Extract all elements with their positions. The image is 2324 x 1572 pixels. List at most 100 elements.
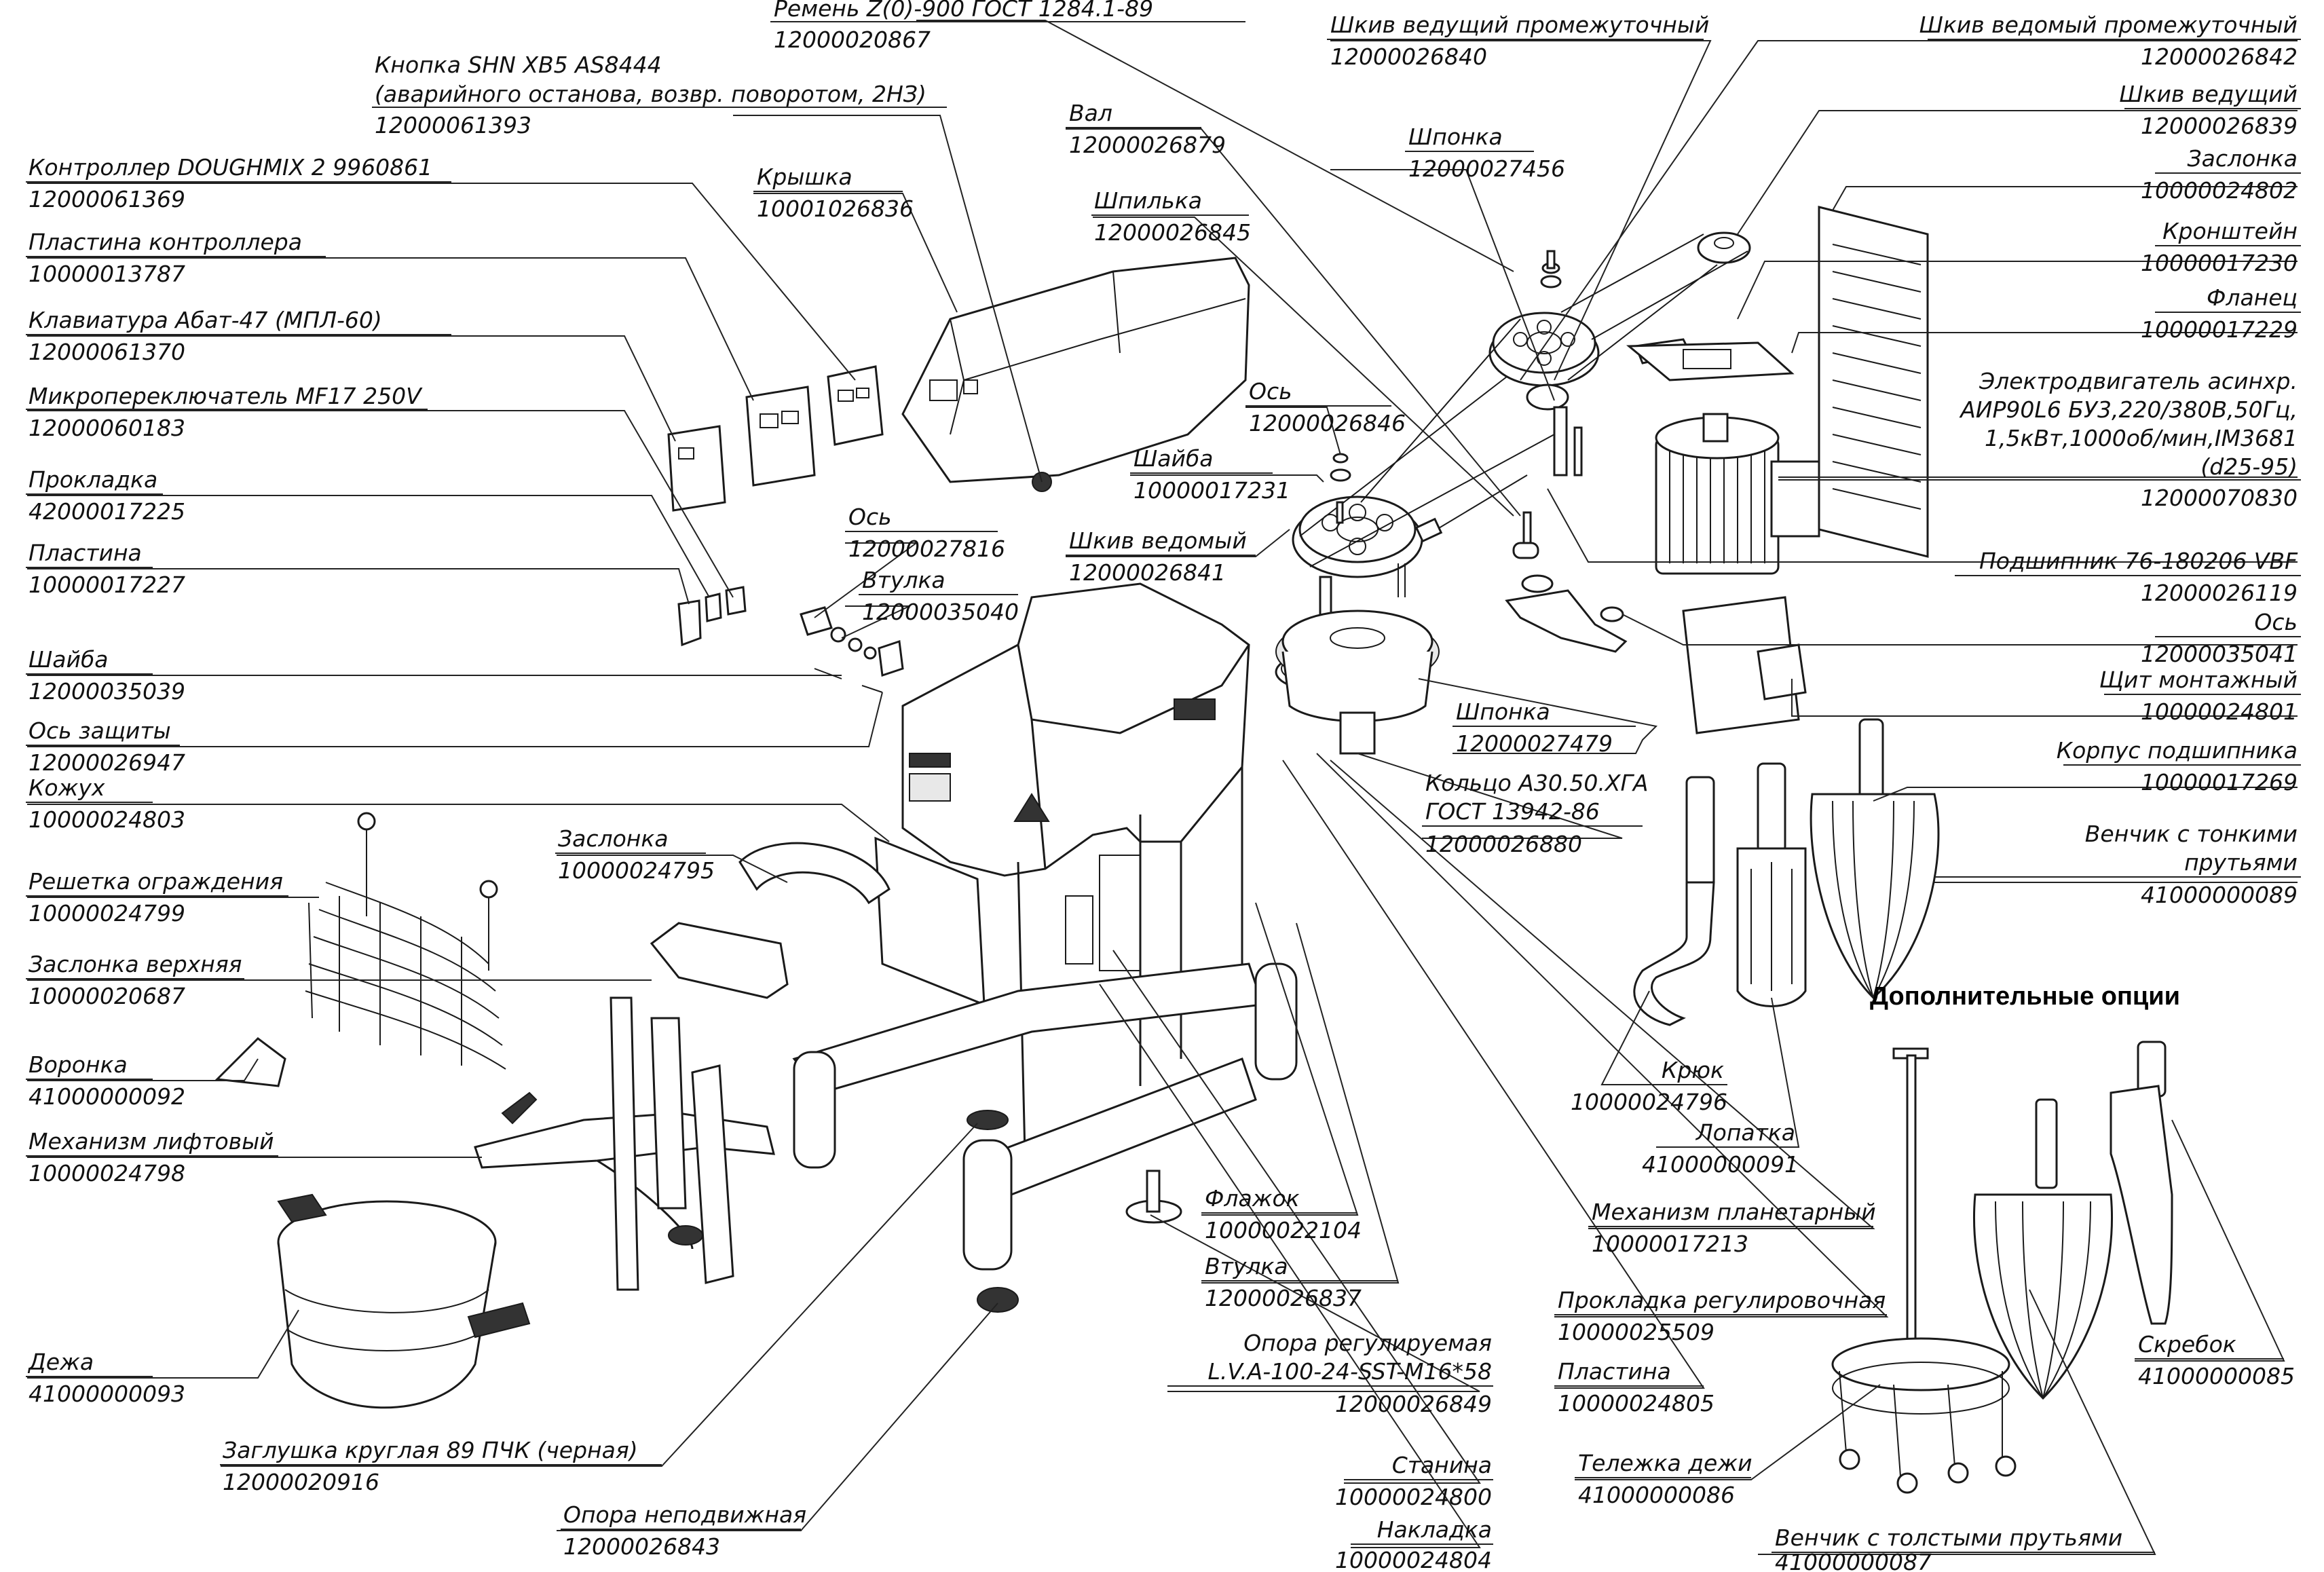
svg-text:12000026846: 12000026846 (1249, 410, 1406, 436)
svg-text:Механизм лифтовый: Механизм лифтовый (29, 1128, 274, 1155)
callout-shponka-2: Шпонка 12000027479 (1452, 698, 1636, 757)
svg-text:АИР90L6 БУ3,220/380В,50Гц,: АИР90L6 БУ3,220/380В,50Гц, (1959, 396, 2298, 423)
svg-text:12000026880: 12000026880 (1425, 831, 1582, 857)
switch-parts (677, 586, 747, 647)
svg-text:Крюк: Крюк (1662, 1057, 1724, 1083)
svg-text:Шкив ведущий: Шкив ведущий (2119, 81, 2298, 107)
svg-text:10000017213: 10000017213 (1592, 1231, 1748, 1257)
svg-text:12000035040: 12000035040 (862, 599, 1019, 625)
part-drawings (214, 206, 2173, 1494)
plug-and-feet (967, 1110, 1182, 1313)
callout-voronka: Воронка 41000000092 (26, 1051, 185, 1110)
svg-text:12000020916: 12000020916 (223, 1469, 379, 1495)
svg-text:10000024795: 10000024795 (558, 857, 715, 884)
svg-text:Щит монтажный: Щит монтажный (2099, 667, 2298, 693)
callout-lopatka: Лопатка 41000000091 (1642, 1119, 1799, 1178)
callout-opora-reguliruemaya: Опора регулируемая L.V.A-100-24-SST-M16*… (1167, 1330, 1493, 1417)
svg-text:Крышка: Крышка (757, 164, 852, 190)
callout-vtulka-1: Втулка 12000035040 (859, 567, 1019, 625)
svg-text:Заслонка: Заслонка (2187, 145, 2298, 172)
svg-text:(d25-95): (d25-95) (2200, 453, 2298, 480)
svg-text:Решетка ограждения: Решетка ограждения (29, 868, 283, 895)
svg-text:10000024800: 10000024800 (1335, 1484, 1492, 1510)
callout-prokladka-reg: Прокладка регулировочная 10000025509 (1554, 1287, 1887, 1345)
optional-section-title: Дополнительные опции (1870, 982, 2180, 1011)
controller-plates (667, 365, 884, 512)
svg-text:41000000086: 41000000086 (1578, 1482, 1735, 1508)
svg-text:10000024801: 10000024801 (2141, 698, 2298, 725)
svg-text:Венчик с тонкими: Венчик с тонкими (2085, 821, 2298, 847)
svg-text:Кольцо А30.50.ХГА: Кольцо А30.50.ХГА (1425, 770, 1648, 796)
svg-text:Микропереключатель MF17 250V: Микропереключатель MF17 250V (29, 383, 423, 409)
main-frame (901, 582, 1250, 1155)
svg-text:12000027479: 12000027479 (1456, 730, 1613, 757)
svg-text:10000022104: 10000022104 (1205, 1217, 1362, 1243)
svg-text:Ось: Ось (1249, 378, 1292, 405)
svg-text:42000017225: 42000017225 (29, 498, 185, 525)
svg-text:10000020687: 10000020687 (29, 983, 185, 1009)
svg-text:12000026843: 12000026843 (563, 1533, 720, 1560)
svg-text:12000026849: 12000026849 (1335, 1391, 1492, 1417)
svg-text:10000017230: 10000017230 (2141, 250, 2298, 276)
svg-text:Кнопка SHN XB5 AS8444: Кнопка SHN XB5 AS8444 (375, 52, 662, 78)
callout-flazhok: Флажок 10000022104 (1201, 1185, 1362, 1243)
callout-shayba-1: Шайба 12000035039 (26, 646, 185, 705)
svg-text:Шайба: Шайба (1133, 445, 1214, 472)
svg-text:Вал: Вал (1069, 100, 1112, 126)
motor-bracket (1414, 338, 1795, 653)
callout-shayba-2: Шайба 10000017231 (1130, 445, 1290, 504)
callout-shpilka: Шпилька 12000026845 (1091, 187, 1251, 246)
funnel-part (214, 1037, 286, 1087)
svg-text:Венчик с толстыми прутьями: Венчик с толстыми прутьями (1775, 1524, 2122, 1551)
callout-shkiv-vedomyy-promezh: Шкив ведомый промежуточный 12000026842 (1919, 12, 2301, 70)
callout-kryuk: Крюк 10000024796 (1571, 1057, 1727, 1115)
callout-zaslonka-1: Заслонка 10000024795 (555, 825, 715, 884)
svg-text:Опора регулируемая: Опора регулируемая (1243, 1330, 1492, 1356)
svg-text:Заслонка верхняя: Заслонка верхняя (29, 951, 242, 977)
svg-text:Шкив ведущий промежуточный: Шкив ведущий промежуточный (1330, 12, 1709, 38)
svg-text:Контроллер DOUGHMIX 2 9960861: Контроллер DOUGHMIX 2 9960861 (29, 154, 432, 181)
svg-text:41000000087: 41000000087 (1775, 1549, 1932, 1572)
callout-knopka: Кнопка SHN XB5 AS8444 (аварийного остано… (372, 52, 947, 138)
svg-text:Ось: Ось (2254, 609, 2298, 635)
guard-flaps (650, 842, 891, 999)
callout-plastina-kontrollera: Пластина контроллера 10000013787 (26, 229, 326, 287)
svg-text:10001026836: 10001026836 (757, 195, 914, 222)
callout-flanets: Фланец 10000017229 (2141, 284, 2301, 343)
callout-dezha: Дежа 41000000093 (26, 1349, 185, 1407)
callout-val: Вал 12000026879 (1066, 100, 1226, 158)
svg-text:10000024798: 10000024798 (29, 1160, 185, 1186)
svg-text:12000026947: 12000026947 (29, 749, 185, 776)
axle-group-left (800, 606, 904, 693)
svg-text:Воронка: Воронка (29, 1051, 128, 1078)
svg-text:Пластина контроллера: Пластина контроллера (29, 229, 302, 255)
svg-text:41000000092: 41000000092 (29, 1083, 185, 1110)
svg-text:Тележка дежи: Тележка дежи (1578, 1450, 1753, 1476)
svg-text:12000035039: 12000035039 (29, 678, 185, 705)
svg-text:Станина: Станина (1392, 1452, 1492, 1478)
svg-text:10000024796: 10000024796 (1571, 1089, 1727, 1115)
optional-accessories (1831, 1041, 2173, 1494)
svg-text:Фланец: Фланец (2207, 284, 2298, 311)
svg-text:41000000089: 41000000089 (2141, 882, 2298, 908)
svg-text:Электродвигатель асинхр.: Электродвигатель асинхр. (1979, 368, 2298, 394)
svg-text:Пластина: Пластина (1558, 1358, 1671, 1385)
svg-text:10000025509: 10000025509 (1558, 1319, 1714, 1345)
svg-text:Дежа: Дежа (27, 1349, 94, 1375)
svg-text:Заглушка круглая 89 ПЧК (черна: Заглушка круглая 89 ПЧК (черная) (223, 1437, 638, 1463)
svg-text:41000000093: 41000000093 (29, 1381, 185, 1407)
svg-text:10000024805: 10000024805 (1558, 1390, 1714, 1417)
svg-text:12000027456: 12000027456 (1408, 155, 1565, 182)
svg-text:Заслонка: Заслонка (558, 825, 669, 852)
svg-text:Лопатка: Лопатка (1695, 1119, 1795, 1146)
svg-text:Ремень Z(0)-900 ГОСТ 1284.1-89: Ремень Z(0)-900 ГОСТ 1284.1-89 (774, 0, 1153, 22)
svg-text:10000013787: 10000013787 (29, 261, 185, 287)
svg-text:прутьями: прутьями (2184, 849, 2298, 876)
callout-zaslonka-2: Заслонка 10000024802 (2141, 145, 2301, 204)
electric-motor (1655, 413, 1820, 575)
callout-kryshka: Крышка 10001026836 (753, 164, 914, 222)
callout-plastina-2: Пластина 10000024805 (1554, 1358, 1714, 1417)
svg-text:Клавиатура Абат-47 (МПЛ-60): Клавиатура Абат-47 (МПЛ-60) (29, 307, 382, 333)
callout-stanina: Станина 10000024800 (1335, 1452, 1493, 1510)
